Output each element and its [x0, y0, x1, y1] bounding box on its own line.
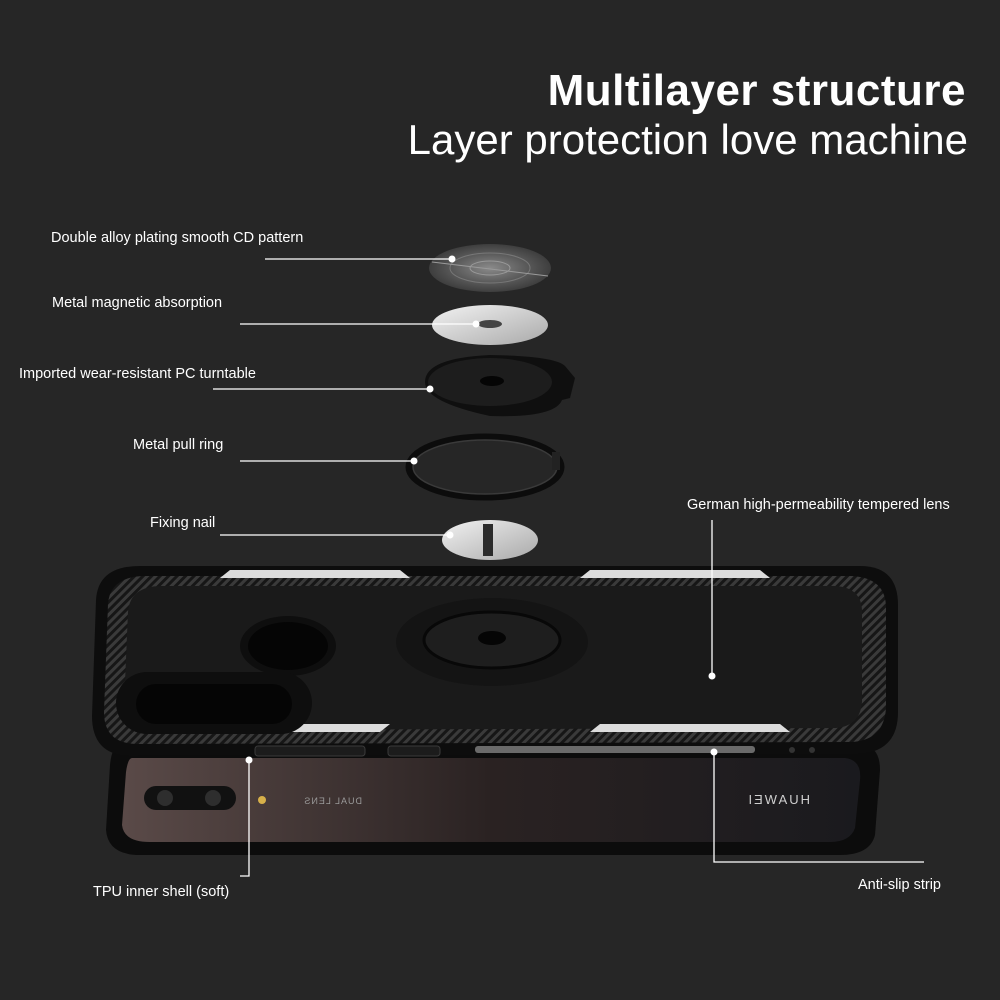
phone-body: [106, 745, 880, 855]
label-turntable: Imported wear-resistant PC turntable: [19, 366, 256, 382]
cd-pattern-disc: [429, 244, 551, 292]
page-subtitle: Layer protection love machine: [407, 116, 968, 163]
phone-case: [92, 566, 898, 757]
label-pull-ring: Metal pull ring: [133, 437, 224, 453]
label-tempered-lens: German high-permeability tempered lens: [687, 497, 950, 513]
label-fixing-nail: Fixing nail: [150, 515, 216, 531]
callout-dots: [245, 255, 718, 764]
phone-camera-text: DUAL LENS: [303, 796, 362, 806]
magnetic-plate: [432, 305, 548, 345]
label-anti-slip: Anti-slip strip: [858, 877, 941, 893]
fixing-nail: [442, 520, 538, 560]
phone-brand-text: HUAWEI: [746, 792, 810, 807]
label-magnetic: Metal magnetic absorption: [52, 295, 223, 311]
pc-turntable: [425, 355, 575, 417]
label-tpu-shell: TPU inner shell (soft): [93, 884, 230, 900]
label-cd-pattern: Double alloy plating smooth CD pattern: [51, 230, 304, 246]
page-title: Multilayer structure: [547, 66, 966, 115]
metal-pull-ring: [405, 433, 565, 501]
callout-lines: [213, 258, 924, 877]
